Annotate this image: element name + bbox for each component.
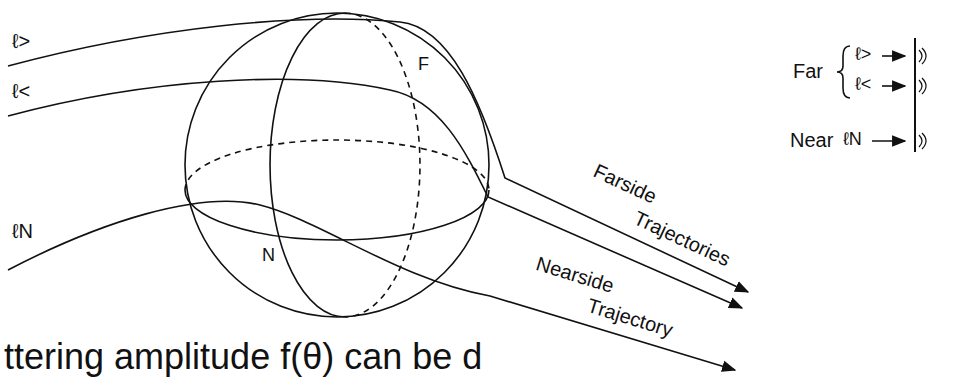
angular-momentum-label: ℓN xyxy=(843,129,862,150)
trajectory-label: Trajectories xyxy=(630,207,734,272)
far-lower-arrow xyxy=(882,85,905,87)
nucleus-sphere xyxy=(185,13,489,317)
far-brace xyxy=(837,46,850,98)
angular-momentum-label: ℓ< xyxy=(855,74,871,95)
group-label: Near xyxy=(790,129,833,152)
point-label: F xyxy=(418,54,429,75)
group-label: Far xyxy=(793,60,823,83)
wave-mark xyxy=(919,133,926,149)
wave-mark xyxy=(919,48,926,64)
meridian-front xyxy=(270,13,345,317)
angular-momentum-label: ℓ> xyxy=(855,44,871,65)
trajectory-label: Trajectory xyxy=(584,294,675,342)
equator-front xyxy=(185,190,489,240)
angular-momentum-label: ℓ> xyxy=(12,30,30,53)
angular-momentum-label: ℓ< xyxy=(12,80,30,103)
trajectory-label: Farside xyxy=(590,159,660,208)
trajectory-label: Nearside xyxy=(533,252,616,297)
near-arrow xyxy=(872,140,905,142)
angular-momentum-label: ℓN xyxy=(12,220,33,243)
far-upper-arrow xyxy=(882,55,905,57)
farside-trajectory-upper xyxy=(8,19,748,292)
wave-mark xyxy=(919,78,926,94)
point-label: N xyxy=(262,245,275,266)
equator-back xyxy=(185,140,489,190)
farside-trajectory-lower xyxy=(8,79,742,308)
detector-screen xyxy=(914,38,916,152)
body-text: ttering amplitude f(θ) can be d xyxy=(4,336,482,377)
